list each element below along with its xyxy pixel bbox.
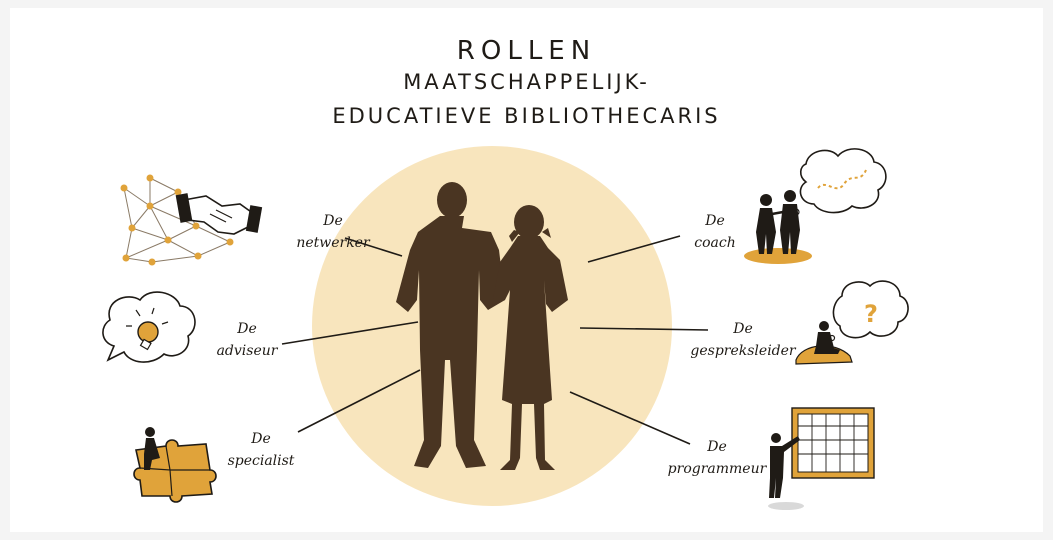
line-programmeur bbox=[569, 391, 691, 445]
line-adviseur bbox=[281, 321, 419, 345]
title-line-1: ROLLEN bbox=[456, 36, 597, 66]
title-line-2: MAATSCHAPPELIJK- bbox=[403, 70, 650, 94]
role-label-programmeur: De programmeur bbox=[662, 436, 772, 480]
role-prefix: De bbox=[323, 213, 343, 229]
line-gespreksleider bbox=[579, 327, 709, 331]
central-circle bbox=[312, 146, 672, 506]
svg-text:?: ? bbox=[864, 300, 878, 328]
line-specialist bbox=[297, 369, 421, 433]
line-netwerker bbox=[344, 237, 403, 257]
puzzle-person-icon bbox=[133, 427, 217, 503]
role-name: programmeur bbox=[667, 461, 767, 477]
role-prefix: De bbox=[733, 321, 753, 337]
role-prefix: De bbox=[705, 213, 725, 229]
role-name: coach bbox=[694, 235, 736, 251]
connector-lines bbox=[281, 235, 709, 445]
role-label-netwerker: De netwerker bbox=[288, 210, 378, 254]
role-label-coach: De coach bbox=[670, 210, 760, 254]
woman-figure-icon bbox=[492, 205, 568, 470]
schedule-board-icon bbox=[768, 407, 875, 510]
role-name: adviseur bbox=[216, 343, 278, 359]
role-label-gespreksleider: De gespreksleider bbox=[688, 318, 798, 362]
coach-thought-icon bbox=[744, 148, 887, 264]
question-bubble-icon: ? bbox=[795, 280, 909, 365]
role-prefix: De bbox=[237, 321, 257, 337]
role-prefix: De bbox=[707, 439, 727, 455]
role-label-adviseur: De adviseur bbox=[202, 318, 292, 362]
title-line-3: EDUCATIEVE BIBLIOTHECARIS bbox=[332, 104, 721, 128]
man-figure-icon bbox=[396, 182, 505, 468]
role-name: netwerker bbox=[296, 235, 370, 251]
line-coach bbox=[587, 235, 681, 263]
role-name: gespreksleider bbox=[690, 343, 796, 359]
role-label-specialist: De specialist bbox=[216, 428, 306, 472]
role-prefix: De bbox=[251, 431, 271, 447]
network-handshake-icon bbox=[120, 174, 263, 266]
lightbulb-bubble-icon bbox=[102, 291, 196, 363]
role-name: specialist bbox=[227, 453, 295, 469]
